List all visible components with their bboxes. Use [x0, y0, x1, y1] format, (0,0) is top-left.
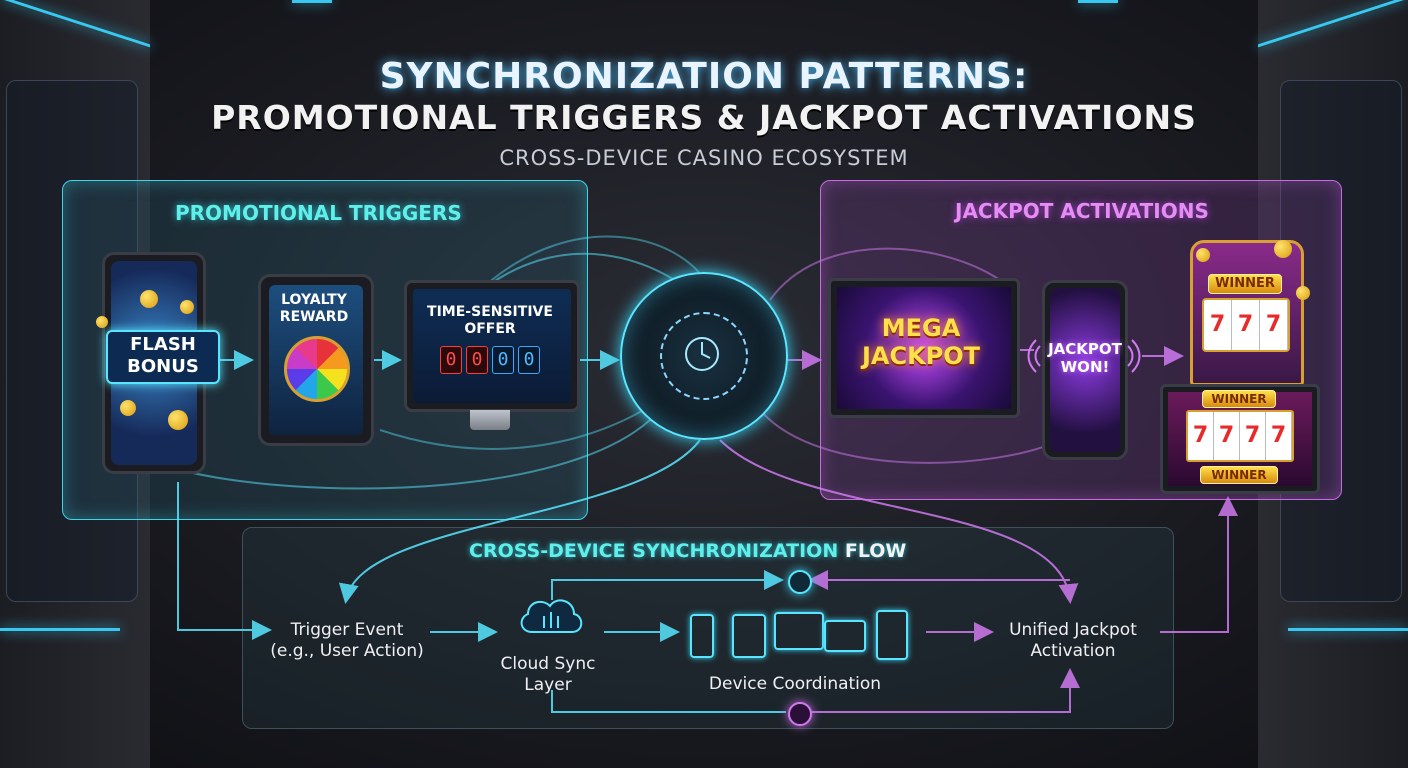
title-line-1: SYNCHRONIZATION PATTERNS:: [379, 56, 1029, 97]
slot-reel: 7: [1232, 300, 1260, 350]
sync-hub-inner-ring: [660, 312, 748, 400]
tv-screen: [837, 287, 1011, 409]
winner-tag: WINNER: [1202, 390, 1276, 408]
slot-reel: 7: [1214, 412, 1240, 460]
timer-digit: 0: [440, 346, 462, 374]
slot-machine-icon: [876, 610, 908, 660]
coin-icon: [1296, 286, 1310, 300]
slot-reel: 7: [1240, 412, 1266, 460]
slot-reel: 7: [1188, 412, 1214, 460]
offer-line-2: OFFER: [464, 321, 516, 337]
trigger-line-1: Trigger Event: [290, 620, 404, 640]
sync-flow-title: CROSS-DEVICE SYNCHRONIZATION FLOW: [469, 540, 906, 562]
coin-icon: [120, 400, 136, 416]
phone-screen: [1050, 288, 1120, 452]
sync-node: [788, 702, 812, 726]
phone-device: [1042, 280, 1128, 460]
slot-reels: 7 7 7: [1202, 298, 1290, 352]
flash-bonus-badge: FLASH BONUS: [106, 330, 220, 384]
coin-icon: [168, 410, 188, 430]
sync-flow-title-colored: CROSS-DEVICE SYNCHRONIZATION: [469, 540, 839, 562]
tablet-icon: [732, 614, 766, 658]
device-coordination-label: Device Coordination: [708, 674, 882, 694]
mega-jackpot-label: MEGA JACKPOT: [828, 314, 1014, 370]
timer-digit: 0: [518, 346, 540, 374]
coin-icon: [180, 300, 194, 314]
loyalty-line-1: LOYALTY: [281, 292, 347, 308]
sync-node: [788, 570, 812, 594]
slot-reel: 7: [1266, 412, 1292, 460]
loyalty-line-2: REWARD: [279, 309, 349, 325]
subtitle: CROSS-DEVICE CASINO ECOSYSTEM: [499, 146, 909, 170]
sync-flow-panel: CROSS-DEVICE SYNCHRONIZATION FLOW: [242, 527, 1174, 729]
offer-line-1: TIME-SENSITIVE: [427, 304, 553, 320]
sync-flow-title-plain: FLOW: [844, 540, 907, 562]
unified-line-1: Unified Jackpot: [1009, 620, 1137, 640]
trigger-event-label: Trigger Event (e.g., User Action): [262, 620, 432, 662]
unified-line-2: Activation: [1030, 641, 1116, 661]
flash-bonus-line-1: FLASH: [130, 334, 196, 355]
winner-tag: WINNER: [1200, 466, 1278, 484]
neon-strip: [0, 628, 120, 631]
phone-icon: [690, 614, 714, 658]
timer-digit: 0: [466, 346, 488, 374]
clock-icon: [685, 337, 719, 371]
title-line-2: PROMOTIONAL TRIGGERS & JACKPOT ACTIVATIO…: [211, 98, 1197, 137]
slot-reels: 7 7 7 7: [1186, 410, 1294, 462]
neon-strip: [1288, 628, 1408, 631]
monitor-icon: [774, 612, 824, 650]
signal-waves-icon: [1127, 339, 1141, 373]
countdown-timer: 0 0 0 0: [440, 346, 540, 374]
slot-reel: 7: [1204, 300, 1232, 350]
promotional-triggers-title: PROMOTIONAL TRIGGERS: [175, 201, 462, 225]
slot-reel: 7: [1260, 300, 1288, 350]
jackpot-activations-title: JACKPOT ACTIVATIONS: [955, 199, 1209, 223]
won-line-2: WON!: [1060, 358, 1110, 376]
timer-digit: 0: [492, 346, 514, 374]
unified-jackpot-label: Unified Jackpot Activation: [988, 620, 1158, 662]
monitor-device: [404, 280, 580, 412]
trigger-line-2: (e.g., User Action): [270, 641, 424, 661]
won-line-1: JACKPOT: [1048, 340, 1122, 358]
flash-bonus-line-2: BONUS: [127, 356, 199, 377]
mega-line-1: MEGA: [881, 314, 961, 342]
neon-strip: [1078, 0, 1118, 3]
coin-icon: [96, 316, 108, 328]
cloud-icon: [520, 599, 583, 633]
neon-strip: [292, 0, 332, 3]
cloud-line-2: Layer: [524, 675, 572, 695]
prize-wheel-icon: [284, 336, 350, 402]
cloud-line-1: Cloud Sync: [500, 654, 596, 674]
coin-icon: [1196, 248, 1210, 262]
signal-waves-icon: [1027, 339, 1041, 373]
jackpot-won-label: JACKPOT WON!: [1042, 340, 1128, 376]
tv-device: [828, 278, 1020, 418]
cloud-sync-label: Cloud Sync Layer: [488, 654, 608, 696]
time-sensitive-offer-label: TIME-SENSITIVE OFFER: [410, 304, 570, 338]
loyalty-reward-label: LOYALTY REWARD: [262, 292, 366, 326]
coin-icon: [140, 290, 158, 308]
winner-tag: WINNER: [1208, 274, 1282, 294]
monitor-stand: [470, 410, 510, 430]
mega-line-2: JACKPOT: [861, 342, 981, 370]
coin-icon: [1274, 240, 1292, 258]
monitor-icon: [824, 620, 866, 652]
